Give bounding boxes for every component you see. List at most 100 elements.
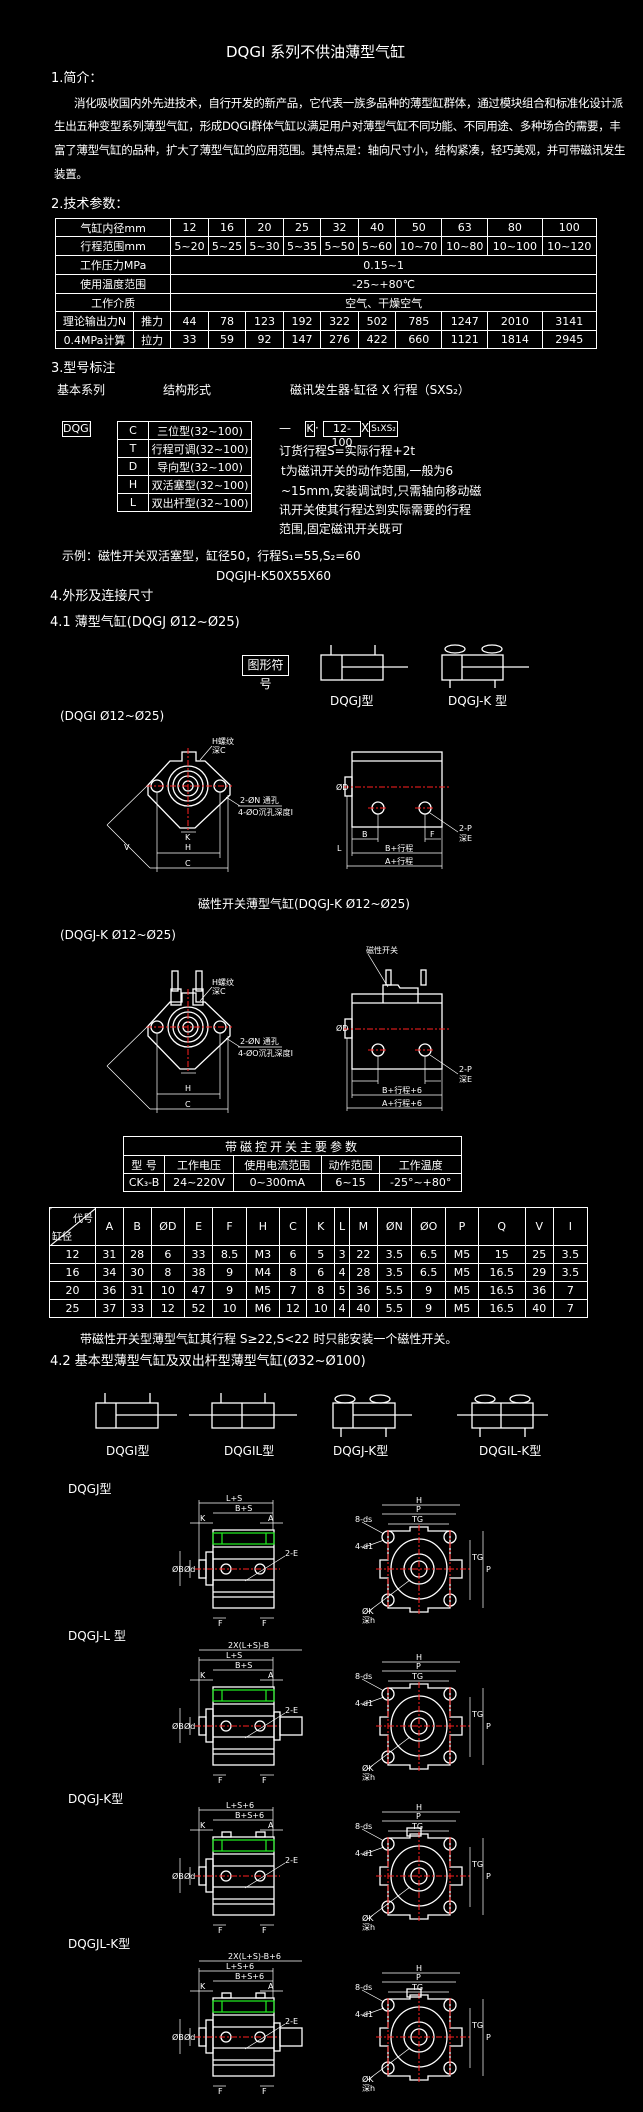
table-cell: M6 [246,1299,280,1318]
table-cell: 6.5 [410,1263,447,1282]
figure-2-title: 磁性开关薄型气缸(DQGJ-K Ø12~Ø25) [198,897,410,911]
dim-label: B+行程 [385,843,413,853]
dim-label: C [185,859,191,868]
dim-label: 8-ds [355,1822,372,1831]
symbol-dqgil-icon [189,1393,297,1429]
dim-label: A [268,1514,274,1523]
dim-label: P [416,1662,421,1671]
structure-code: L [117,493,149,512]
dim-label: 2X(L+S)-B+6 [228,1952,281,1961]
column-header: P [445,1207,479,1246]
dim-label: B+S+6 [235,1972,264,1981]
model-note: 范围,固定磁讯开关既可 [279,522,403,536]
dim-label: P [416,1973,421,1982]
side-view-k-drawing [342,953,459,1112]
table-cell: 12 [150,1299,186,1318]
dim-label: P [416,1505,421,1514]
dqgj-k-side-view-drawing [179,1806,286,1926]
dim-label: 2-E [285,1706,298,1715]
corner-header: 代号缸径 [49,1207,96,1246]
model-note: ~15mm,安装调试时,只需轴向移动磁 [281,484,482,498]
table-cell: M4 [246,1263,280,1282]
dim-label: K [200,1982,206,1991]
push-force-cell: 1247 [441,311,489,331]
pull-force-cell: 660 [395,330,443,349]
dim-label: Ød [184,1564,195,1574]
symbol-dqgj-k-icon [441,644,529,688]
symbol-label: DQGIL型 [224,1444,275,1458]
dim-label: 2-E [285,1549,298,1558]
dim-label: TG [411,1822,423,1831]
dim-label: 2-E [285,1856,298,1865]
dim-label: 8-ds [355,1672,372,1681]
table-cell: 7 [552,1299,589,1318]
dim-label: P [486,1872,491,1881]
dqgjl-k-end-view-drawing [361,1972,484,2083]
dim-label: ØK [362,1763,374,1773]
pull-force-cell: 2945 [541,330,598,349]
dim-label: F [262,2087,267,2096]
bore-cell: 12 [170,218,209,237]
dim-label: V [124,843,130,852]
stroke-code-box: S₁XS₂ [369,421,398,437]
dim-label: 4-d1 [355,1849,373,1858]
symbol-label: DQGJ-K型 [333,1444,389,1458]
dim-label: F [262,1776,267,1785]
dim-label: C [185,1100,191,1109]
dim-label: 8-ds [355,1983,372,1992]
type-heading: DQGJ-L 型 [68,1629,126,1643]
dim-label: TG [471,1860,483,1869]
dim-label: TG [471,1553,483,1562]
dim-label: A [268,1982,274,1991]
table-cell: 10 [211,1299,248,1318]
symbol-label: DQGIL-K型 [479,1444,542,1458]
dim-label: 2-ØN 通孔 [240,1036,279,1046]
table-cell: 5.5 [376,1281,413,1300]
corner-bottom-label: 缸径 [52,1232,72,1243]
dim-label: ØK [362,1606,374,1616]
push-force-cell: 322 [320,311,359,331]
row-header: 使用温度范围 [54,274,172,294]
dim-label: Ød [184,2032,195,2042]
table-cell: 3.5 [552,1263,589,1282]
type-heading: DQGJ-K型 [68,1792,124,1806]
symbol-dqgj-k-icon [332,1394,412,1437]
dim-label: TG [411,1983,423,1992]
stroke-cell: 5~35 [282,236,322,256]
dim-label: TG [411,1515,423,1524]
figure-2-caption: (DQGJ-K Ø12~Ø25) [60,928,176,942]
dim-label: ØB [172,1564,184,1574]
dim-label: ØB [172,1871,184,1881]
column-header: 工作温度 [379,1155,462,1174]
dim-label: 深C [212,987,226,996]
symbol-label: DQGI型 [106,1444,150,1458]
dim-label: H [416,1803,422,1812]
dim-label: F [218,1926,223,1935]
table-cell: M5 [445,1281,479,1300]
dim-label: H [416,1964,422,1973]
dim-label: TG [411,1672,423,1681]
dim-label: 2-P [459,1065,472,1074]
dim-label: 4-d1 [355,1542,373,1551]
table-cell: -25°~+80° [379,1173,462,1192]
table-cell: 31 [122,1281,152,1300]
stroke-cell: 10~100 [487,236,543,256]
table-cell: CK₃-B [122,1173,166,1192]
table-cell: 3.5 [376,1263,413,1282]
model-note: t为磁讯开关的动作范围,一般为6 [281,464,454,478]
bore-range-box: 12-100 [323,421,361,449]
bore-cell: 32 [320,218,359,237]
row-header: 拉力 [132,330,172,349]
dim-label: ØK [362,1913,374,1923]
table-cell: 33 [184,1245,213,1264]
dim-label: H [416,1496,422,1505]
